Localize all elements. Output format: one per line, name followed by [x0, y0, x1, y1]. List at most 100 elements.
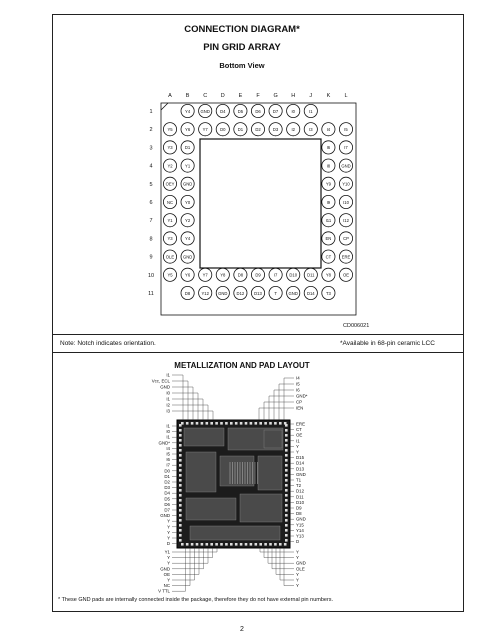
- pin-circle: [338, 231, 353, 246]
- bond-pad: [215, 543, 218, 546]
- bond-pad: [249, 422, 253, 425]
- bond-pad: [179, 529, 182, 532]
- bond-pad: [285, 424, 288, 427]
- pin-circle: [180, 194, 195, 209]
- bond-pad: [179, 469, 182, 472]
- pin-label: Y2: [185, 218, 191, 223]
- bond-pad: [179, 489, 182, 492]
- bond-pad: [285, 429, 288, 432]
- bond-pad: [234, 543, 238, 546]
- bond-pad: [200, 543, 204, 546]
- leader-line: [279, 548, 294, 581]
- right-pad-label: D15: [296, 455, 305, 460]
- right-pad-label: D10: [296, 500, 305, 505]
- view-label: Bottom View: [219, 61, 265, 70]
- pin-circle: [162, 213, 177, 228]
- pin-circle: [162, 267, 177, 282]
- pin-circle: [321, 267, 336, 282]
- pin-label: I11: [326, 218, 332, 223]
- pin-circle: [198, 267, 213, 282]
- left-pad-label: D1: [164, 474, 170, 479]
- pin-label: Y10: [342, 182, 350, 187]
- bond-pad: [179, 539, 182, 542]
- pin-circle: [215, 267, 230, 282]
- left-pad-label: Y: [167, 519, 170, 524]
- pin-circle: [180, 104, 195, 119]
- right-pad-label: OE: [296, 433, 302, 438]
- pin-circle: [321, 213, 336, 228]
- leader-line: [271, 548, 294, 570]
- bond-pad: [225, 422, 228, 425]
- bond-pad: [179, 534, 182, 537]
- pin-label: Y9: [326, 182, 332, 187]
- pin-circle: [233, 104, 248, 119]
- pin-circle: [338, 267, 353, 282]
- pin-label: Y8: [326, 273, 332, 278]
- pin-label: Y1: [185, 163, 191, 168]
- bond-pad: [285, 434, 288, 437]
- pin-circle: [338, 249, 353, 264]
- pin-label: Y5: [167, 127, 173, 132]
- pin-label: GND: [183, 254, 192, 259]
- bottom-left-label: Y1: [165, 550, 171, 555]
- bond-pad: [269, 422, 272, 425]
- pin-circle: [198, 104, 213, 119]
- left-pad-label: D7: [164, 508, 170, 513]
- left-pad-label: D: [167, 541, 170, 546]
- right-pad-label: Y14: [296, 528, 304, 533]
- pin-label: D8: [185, 291, 191, 296]
- column-label: B: [186, 93, 190, 99]
- right-pad-label: T1: [296, 478, 302, 483]
- row-label: 11: [148, 291, 154, 297]
- bottom-left-label: V TTL: [158, 589, 170, 594]
- pin-circle: [321, 176, 336, 191]
- right-pad-label: D8: [296, 511, 302, 516]
- pin-circle: [215, 104, 230, 119]
- pin-circle: [303, 104, 318, 119]
- right-pad-label: GND: [296, 472, 306, 477]
- leader-line: [172, 374, 184, 420]
- pin-label: Y7: [203, 127, 209, 132]
- bond-pad: [279, 543, 282, 546]
- pin-label: D1: [238, 127, 244, 132]
- column-label: G: [273, 93, 277, 99]
- pin-circle: [321, 231, 336, 246]
- column-label: D: [221, 93, 225, 99]
- bond-pad: [179, 454, 182, 457]
- bond-pad: [285, 479, 288, 482]
- leader-line: [172, 386, 194, 420]
- bond-pad: [181, 543, 184, 546]
- pin-circle: [268, 267, 283, 282]
- top-right-label: CP: [296, 400, 302, 405]
- orientation-note: Note: Notch indicates orientation.: [60, 340, 156, 347]
- bond-pad: [283, 543, 287, 546]
- die-circuit-block: [219, 455, 255, 487]
- top-right-label: I4: [296, 376, 300, 381]
- bond-pad: [179, 459, 182, 462]
- bond-pad: [179, 509, 182, 512]
- pin-label: D6: [255, 109, 261, 114]
- bond-pad: [285, 514, 288, 517]
- left-pad-label: D2: [164, 480, 170, 485]
- pin-circle: [286, 104, 301, 119]
- pin-label: GND: [218, 291, 227, 296]
- diagram-title: CONNECTION DIAGRAM*: [184, 24, 300, 35]
- pin-circle: [303, 285, 318, 300]
- leader-line: [275, 548, 294, 575]
- pin-label: CP: [343, 236, 349, 241]
- pin-label: Y12: [201, 291, 209, 296]
- pin-label: Y0: [185, 200, 191, 205]
- pin-circle: [321, 249, 336, 264]
- pin-label: D7: [273, 109, 279, 114]
- pin-circle: [233, 122, 248, 137]
- bond-pad: [269, 543, 272, 546]
- metallization-title: METALLIZATION AND PAD LAYOUT: [174, 361, 310, 370]
- pin-circle: [250, 122, 265, 137]
- pin-label: GND: [289, 291, 298, 296]
- bottom-right-label: Y: [296, 578, 299, 583]
- die-circuit-block: [185, 451, 217, 493]
- pin-label: I10: [343, 200, 349, 205]
- bond-pad: [210, 543, 213, 546]
- bond-pad: [179, 499, 182, 502]
